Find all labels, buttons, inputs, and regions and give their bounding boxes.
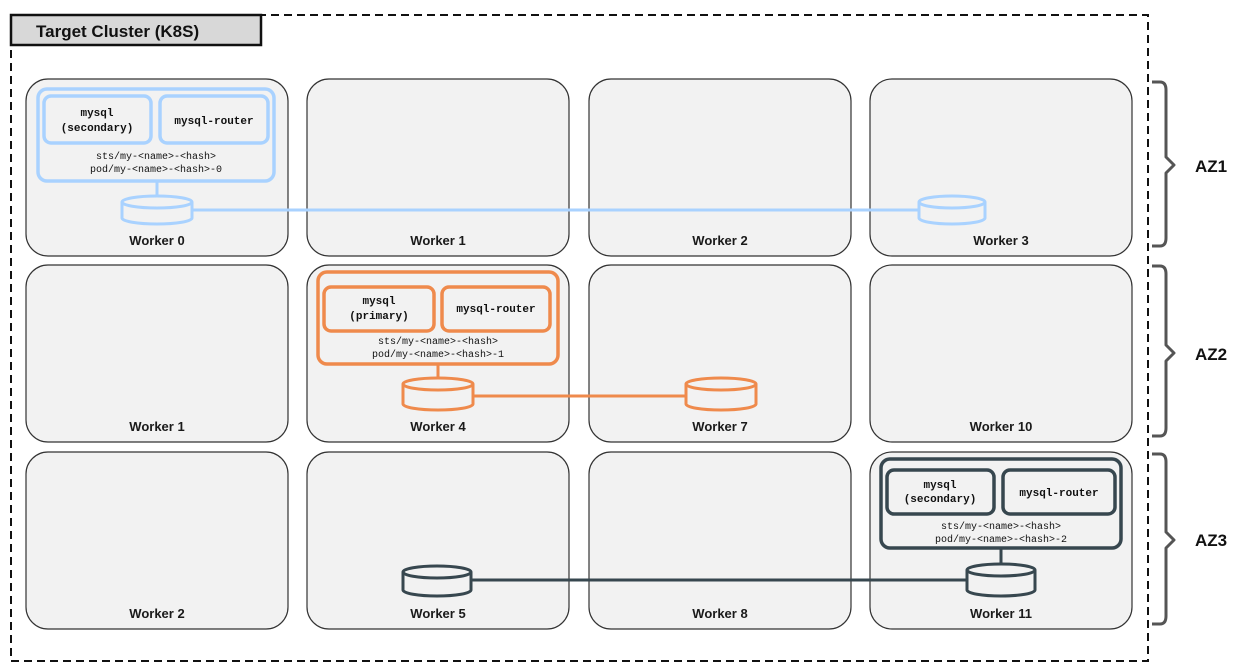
worker-box [869, 451, 1133, 630]
az-brackets [1152, 80, 1176, 626]
cluster-boundary [10, 14, 1149, 662]
worker-box [588, 78, 852, 257]
cluster-title-box: Target Cluster (K8S) [9, 13, 263, 47]
worker-row-az2: Worker 1 Worker 4 Worker 7 Worker 10 [25, 264, 1133, 443]
router-container [1001, 468, 1117, 516]
pod-box [316, 270, 560, 366]
sts-label: sts/my-<name>-<hash> [378, 336, 498, 348]
worker-box [588, 264, 852, 443]
worker-box [306, 264, 570, 443]
worker-label: Worker 1 [129, 419, 184, 434]
pod-box [879, 457, 1123, 550]
mysql-role: (secondary) [61, 123, 134, 135]
worker-box [306, 78, 570, 257]
worker-label: Worker 7 [692, 419, 747, 434]
mysql-label: mysql [923, 480, 956, 492]
router-label: mysql-router [174, 116, 253, 128]
router-label: mysql-router [456, 304, 535, 316]
pod-label: pod/my-<name>-<hash>-0 [90, 164, 222, 176]
worker-label: Worker 8 [692, 606, 747, 621]
pod-label: pod/my-<name>-<hash>-1 [372, 349, 504, 361]
mysql-container [42, 94, 153, 145]
volume-icon [965, 562, 1037, 598]
worker-box [25, 451, 289, 630]
mysql-role: (secondary) [904, 494, 977, 506]
volume-icon [120, 194, 194, 226]
sts-label: sts/my-<name>-<hash> [96, 151, 216, 163]
worker-row-az3: Worker 2 Worker 5 Worker 8 Worker 11 [25, 451, 1133, 630]
mysql-label: mysql [362, 296, 395, 308]
mysql-role: (primary) [349, 311, 408, 323]
volume-icon [401, 376, 475, 412]
pod-group-az1: mysql (secondary) mysql-router sts/my-<n… [36, 87, 987, 226]
router-container [158, 94, 270, 145]
pod-box [36, 87, 276, 183]
worker-label: Worker 4 [410, 419, 466, 434]
volume-icon [684, 376, 758, 412]
worker-box [25, 78, 289, 257]
worker-label: Worker 5 [410, 606, 465, 621]
worker-label: Worker 0 [129, 233, 184, 248]
worker-box [306, 451, 570, 630]
pod-label: pod/my-<name>-<hash>-2 [935, 534, 1067, 546]
cluster-title: Target Cluster (K8S) [36, 22, 199, 41]
az1-label: AZ1 [1195, 157, 1227, 176]
worker-label: Worker 1 [410, 233, 465, 248]
volume-icon [401, 564, 473, 598]
worker-label: Worker 10 [970, 419, 1033, 434]
sts-label: sts/my-<name>-<hash> [941, 521, 1061, 533]
router-container [440, 285, 552, 333]
worker-label: Worker 2 [692, 233, 747, 248]
az2-label: AZ2 [1195, 345, 1227, 364]
worker-label: Worker 11 [970, 606, 1032, 621]
worker-box [869, 78, 1133, 257]
az2-brace [1152, 264, 1176, 438]
az3-brace [1152, 452, 1176, 626]
worker-label: Worker 3 [973, 233, 1028, 248]
mysql-label: mysql [80, 108, 113, 120]
mysql-container [322, 285, 436, 333]
worker-box [588, 451, 852, 630]
mysql-container [885, 468, 996, 516]
pod-group-az2: mysql (primary) mysql-router sts/my-<nam… [316, 270, 758, 412]
worker-row-az1: Worker 0 Worker 1 Worker 2 Worker 3 [25, 78, 1133, 257]
pod-group-az3: mysql (secondary) mysql-router sts/my-<n… [401, 457, 1123, 598]
worker-label: Worker 2 [129, 606, 184, 621]
volume-icon [917, 194, 987, 226]
az3-label: AZ3 [1195, 531, 1227, 550]
worker-box [869, 264, 1133, 443]
worker-box [25, 264, 289, 443]
az1-brace [1152, 80, 1176, 248]
router-label: mysql-router [1019, 488, 1098, 500]
